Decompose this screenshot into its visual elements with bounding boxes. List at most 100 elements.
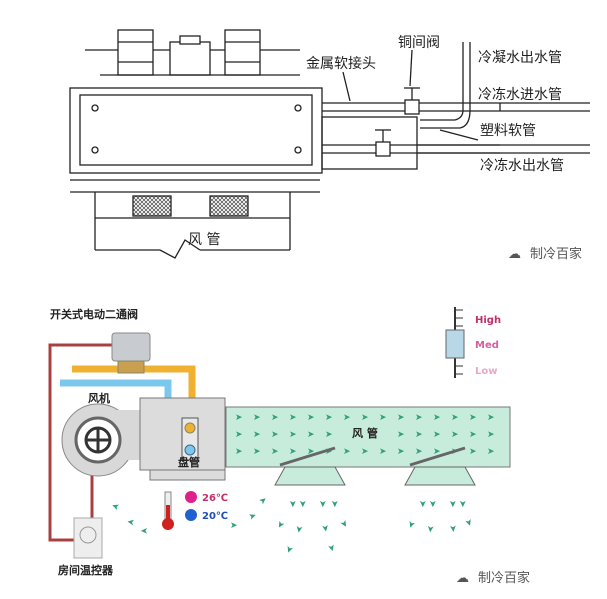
airflow-arrow: ➤: [126, 516, 136, 527]
airflow-arrow: ➤: [289, 447, 297, 457]
airflow-arrow: ➤: [397, 430, 405, 440]
label-bottom-air-duct: 风 管: [352, 426, 378, 440]
label-top-air-duct: 风 管: [188, 232, 220, 248]
fan-speed-slider-handle[interactable]: [445, 329, 465, 359]
airflow-arrow: ➤: [235, 430, 243, 440]
airflow-arrow: ➤: [253, 430, 261, 440]
diffuser-left: [274, 446, 346, 486]
label-fan: 风机: [88, 391, 110, 405]
airflow-arrow: ➤: [325, 543, 337, 553]
airflow-arrow: ➤: [397, 413, 405, 423]
airflow-arrow: ➤: [433, 430, 441, 440]
airflow-arrow: ➤: [307, 413, 315, 423]
airflow-arrow: ➤: [325, 430, 333, 440]
wechat-icon: ☁: [508, 247, 521, 262]
airflow-arrow: ➤: [140, 525, 148, 535]
airflow-arrow: ➤: [379, 447, 387, 457]
diffuser-right: [404, 446, 476, 486]
label-copper-gate-valve: 铜间阀: [398, 35, 440, 51]
airflow-arrow: ➤: [433, 413, 441, 423]
watermark-bottom: 制冷百家: [478, 570, 530, 586]
airflow-arrow: ➤: [487, 413, 495, 423]
airflow-arrow: ➤: [317, 500, 327, 508]
label-coil: 盘管: [178, 455, 200, 469]
airflow-arrow: ➤: [343, 413, 351, 423]
airflow-arrow: ➤: [282, 544, 294, 555]
airflow-arrow: ➤: [230, 521, 238, 531]
coil-box: [139, 397, 226, 481]
airflow-arrow: ➤: [337, 519, 350, 531]
label-room-thermostat: 房间温控器: [58, 563, 114, 577]
airflow-arrow: ➤: [487, 447, 495, 457]
watermark-top: 制冷百家: [530, 246, 582, 262]
airflow-arrow: ➤: [424, 525, 435, 534]
airflow-arrow: ➤: [361, 413, 369, 423]
fan-housing: [61, 403, 143, 477]
fan-speed-switch[interactable]: [445, 307, 465, 378]
room-thermostat: [73, 517, 103, 559]
airflow-arrow: ➤: [343, 447, 351, 457]
air-duct: [225, 406, 511, 468]
airflow-arrow: ➤: [451, 413, 459, 423]
airflow-arrow: ➤: [469, 413, 477, 423]
airflow-arrow: ➤: [457, 500, 467, 508]
airflow-arrow: ➤: [235, 413, 243, 423]
airflow-arrow: ➤: [451, 430, 459, 440]
airflow-arrow: ➤: [110, 499, 121, 511]
temp-hot: 26℃: [202, 493, 228, 504]
airflow-arrow: ➤: [329, 500, 339, 508]
airflow-arrow: ➤: [271, 413, 279, 423]
label-chilled-water-outlet-pipe: 冷冻水出水管: [480, 157, 564, 174]
airflow-arrow: ➤: [415, 447, 423, 457]
label-chilled-water-inlet-pipe: 冷冻水进水管: [478, 86, 562, 103]
airflow-arrows: ➤ ➤ ➤ ➤ ➤ ➤ ➤ ➤ ➤ ➤ ➤ ➤ ➤ ➤ ➤ ➤ ➤ ➤ ➤ ➤ ➤ ➤ ➤ ➤ ➤ ➤ ➤ ➤ ➤ ➤ ➤ ➤ ➤ ➤ ➤ ➤ ➤ ➤ ➤ ➤…: [110, 413, 495, 555]
airflow-arrow: ➤: [319, 524, 330, 534]
airflow-arrow: ➤: [271, 447, 279, 457]
fan-speed-high[interactable]: High: [475, 315, 501, 326]
label-plastic-hose: 塑料软管: [480, 123, 536, 139]
airflow-arrow: ➤: [397, 447, 405, 457]
airflow-arrow: ➤: [469, 430, 477, 440]
label-two-way-valve: 开关式电动二通阀: [50, 307, 138, 321]
hot-temp-dot: [185, 491, 197, 503]
cold-temp-dot: [185, 509, 197, 521]
fan-speed-med[interactable]: Med: [475, 340, 499, 351]
temp-cold: 20℃: [202, 511, 228, 522]
thermometer-icon: [162, 491, 174, 530]
electric-two-way-valve: [111, 332, 151, 374]
airflow-arrow: ➤: [379, 413, 387, 423]
airflow-arrow: ➤: [258, 494, 271, 507]
airflow-arrow: ➤: [417, 500, 427, 508]
airflow-arrow: ➤: [273, 519, 286, 531]
airflow-arrow: ➤: [415, 430, 423, 440]
airflow-arrow: ➤: [415, 413, 423, 423]
airflow-arrow: ➤: [462, 518, 474, 529]
airflow-arrow: ➤: [253, 447, 261, 457]
airflow-arrow: ➤: [297, 500, 307, 508]
airflow-arrow: ➤: [307, 430, 315, 440]
airflow-arrow: ➤: [487, 430, 495, 440]
airflow-arrow: ➤: [447, 524, 458, 533]
airflow-arrow: ➤: [404, 519, 416, 530]
airflow-arrow: ➤: [447, 500, 457, 508]
airflow-arrow: ➤: [289, 413, 297, 423]
fan-speed-low[interactable]: Low: [475, 366, 497, 377]
airflow-arrow: ➤: [325, 413, 333, 423]
airflow-arrow: ➤: [271, 430, 279, 440]
control-wire: [48, 343, 115, 542]
airflow-arrow: ➤: [427, 500, 437, 508]
airflow-arrow: ➤: [307, 447, 315, 457]
airflow-arrow: ➤: [235, 447, 243, 457]
airflow-arrow: ➤: [293, 524, 304, 534]
airflow-arrow: ➤: [361, 447, 369, 457]
airflow-arrow: ➤: [469, 447, 477, 457]
top-fan-coil-drawing: [69, 29, 590, 259]
label-condensate-outlet-pipe: 冷凝水出水管: [478, 50, 562, 66]
wechat-icon: ☁: [456, 571, 469, 586]
label-metal-flex-joint: 金属软接头: [306, 55, 376, 72]
airflow-arrow: ➤: [289, 430, 297, 440]
airflow-arrow: ➤: [433, 447, 441, 457]
airflow-arrow: ➤: [287, 500, 297, 508]
